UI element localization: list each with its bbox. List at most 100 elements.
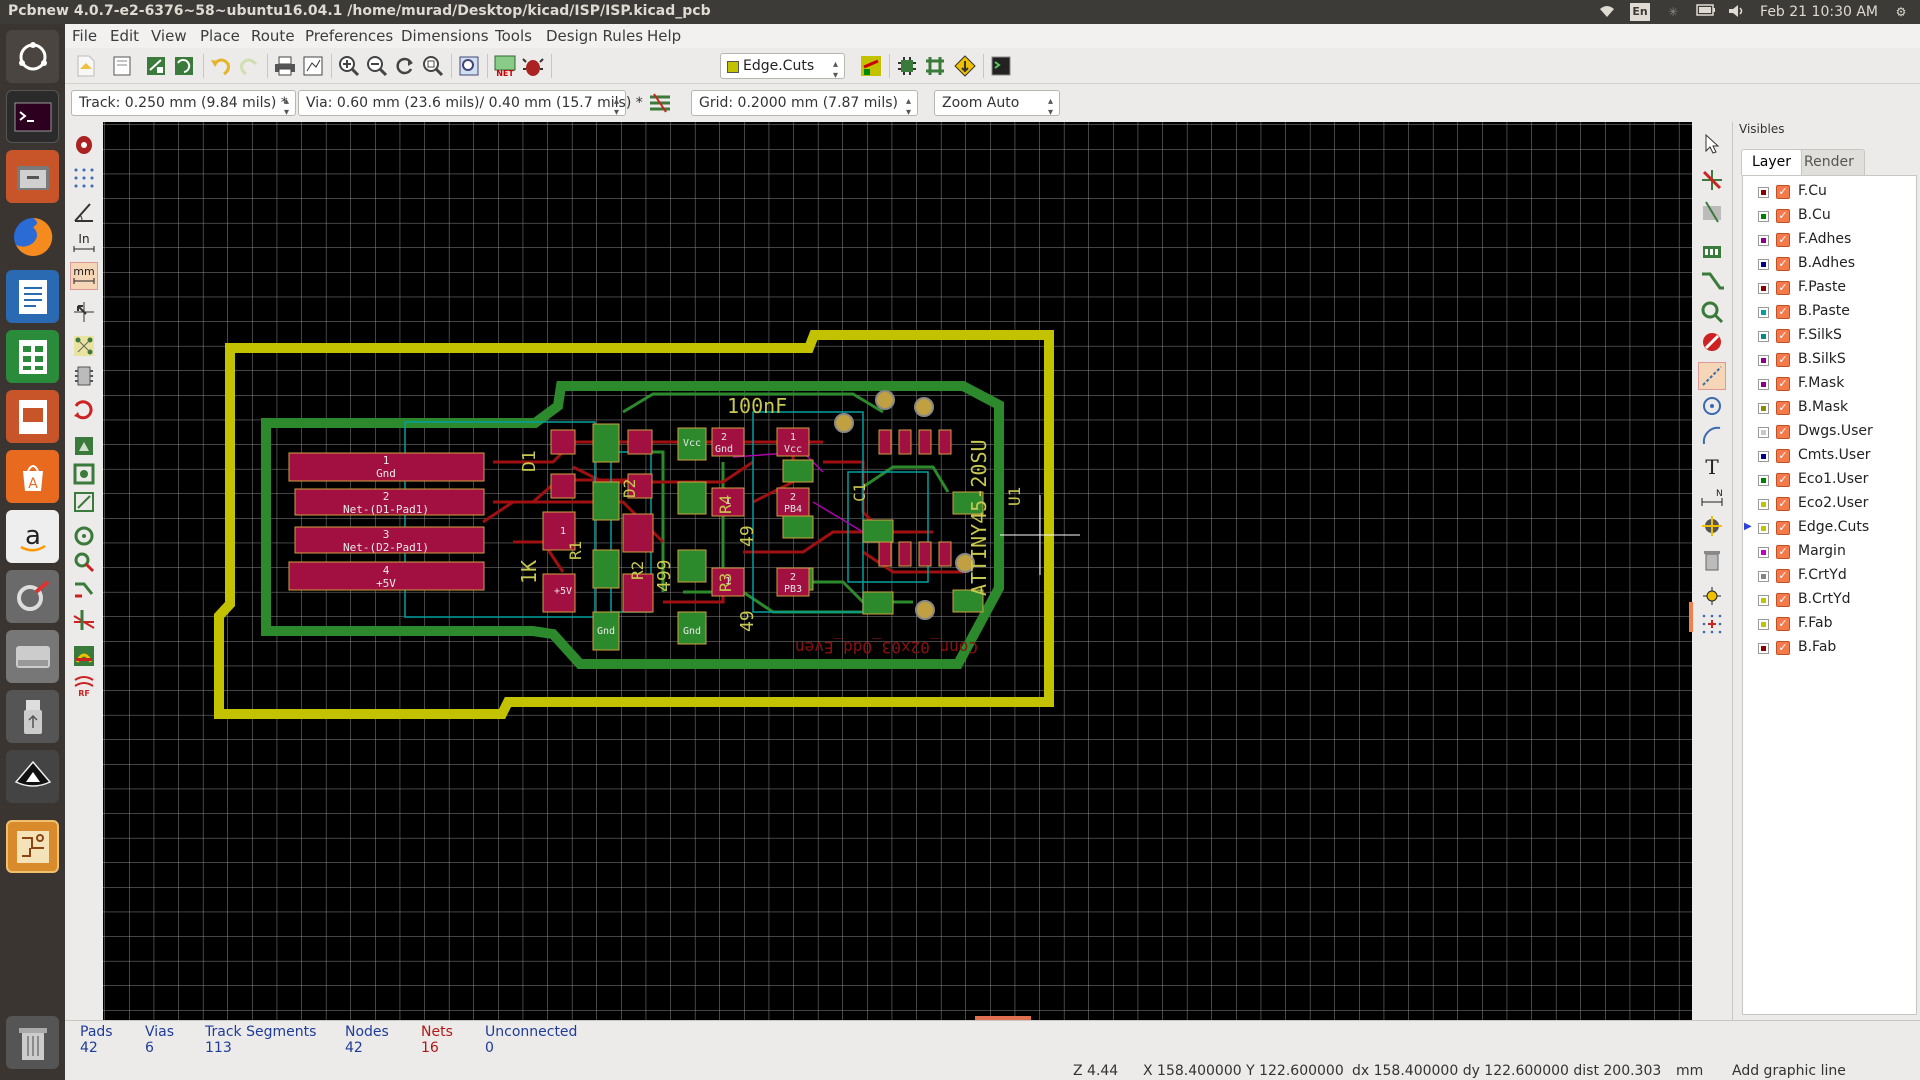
dash-home-icon[interactable] [6,30,59,83]
layer-row[interactable]: ✓B.Adhes [1743,252,1916,276]
high-contrast-icon[interactable] [70,606,98,634]
ratsnest-icon[interactable] [70,332,98,360]
layer-color-swatch[interactable] [1758,547,1769,558]
impress-icon[interactable] [6,390,59,443]
zoom-out-icon[interactable] [363,52,391,80]
menu-file[interactable]: File [72,27,98,45]
add-via-icon[interactable] [1698,298,1726,326]
layer-row[interactable]: ✓F.Cu [1743,180,1916,204]
zone-outline-display-icon[interactable] [70,460,98,488]
route-track-icon[interactable] [1698,268,1726,296]
print-icon[interactable] [271,52,299,80]
layer-row[interactable]: ✓F.Paste [1743,276,1916,300]
layer-row[interactable]: ✓B.Mask [1743,396,1916,420]
layer-manager-icon[interactable]: RF [70,672,98,700]
set-grid-origin-icon[interactable] [1698,610,1726,638]
microwave-tools-icon[interactable] [70,642,98,670]
layer-color-swatch[interactable] [1758,379,1769,390]
layer-visible-checkbox[interactable]: ✓ [1776,425,1790,439]
tab-layer[interactable]: Layer [1741,149,1803,175]
layer-row[interactable]: ✓B.Paste [1743,300,1916,324]
layer-visible-checkbox[interactable]: ✓ [1776,305,1790,319]
wifi-icon[interactable] [1598,4,1616,20]
volume-icon[interactable] [1728,4,1746,20]
layer-row[interactable]: ✓F.SilkS [1743,324,1916,348]
zoom-select[interactable]: Zoom Auto ▴▾ [934,90,1060,118]
undo-icon[interactable] [207,52,235,80]
amazon-icon[interactable]: a [6,510,59,563]
find-icon[interactable] [455,52,483,80]
add-footprint-icon[interactable] [1698,238,1726,266]
select-arrow-icon[interactable] [1698,130,1726,158]
inkscape-icon[interactable] [6,750,59,803]
menu-design-rules[interactable]: Design Rules [546,27,644,45]
layer-row[interactable]: ✓B.SilkS [1743,348,1916,372]
trash-icon[interactable] [6,1016,59,1069]
layer-color-swatch[interactable] [1758,595,1769,606]
menu-help[interactable]: Help [647,27,682,45]
menu-tools[interactable]: Tools [495,27,532,45]
layer-color-swatch[interactable] [1758,307,1769,318]
layer-visible-checkbox[interactable]: ✓ [1776,281,1790,295]
layer-visible-checkbox[interactable]: ✓ [1776,449,1790,463]
layer-visible-checkbox[interactable]: ✓ [1776,329,1790,343]
load-board-icon[interactable] [142,52,170,80]
terminal-icon[interactable] [6,90,59,143]
software-center-icon[interactable]: A [6,450,59,503]
menu-place[interactable]: Place [200,27,240,45]
system-settings-icon[interactable] [6,570,59,623]
redraw-icon[interactable] [391,52,419,80]
layer-row[interactable]: ✓Eco1.User [1743,468,1916,492]
module-ratsnest-icon[interactable] [70,362,98,390]
layer-row[interactable]: ✓F.Mask [1743,372,1916,396]
new-board-icon[interactable] [72,52,100,80]
files-icon[interactable] [6,150,59,203]
add-text-icon[interactable]: T [1698,452,1726,480]
add-circle-icon[interactable] [1698,392,1726,420]
layer-visible-checkbox[interactable]: ✓ [1776,569,1790,583]
delete-icon[interactable] [1698,546,1726,574]
units-inch-icon[interactable]: In [70,230,98,258]
polar-coords-icon[interactable] [70,198,98,226]
layer-visible-checkbox[interactable]: ✓ [1776,521,1790,535]
layer-visible-checkbox[interactable]: ✓ [1776,593,1790,607]
layer-row[interactable]: ✓B.Cu [1743,204,1916,228]
autoroute-icon[interactable] [951,52,979,80]
bluetooth-icon[interactable]: ✳ [1668,5,1679,19]
zoom-fit-icon[interactable] [419,52,447,80]
layer-row[interactable]: ✓B.Fab [1743,636,1916,660]
page-settings-icon[interactable] [108,52,136,80]
menu-dimensions[interactable]: Dimensions [401,27,489,45]
layer-color-swatch[interactable] [1758,355,1769,366]
zone-fill-display-icon[interactable] [70,432,98,460]
layer-row[interactable]: ✓Eco2.User [1743,492,1916,516]
redo-icon[interactable] [235,52,263,80]
layer-pair-icon[interactable] [857,52,885,80]
pcb-canvas[interactable]: 1 Gnd 2 Net-(D1-Pad1) 3 Net-(D2-Pad1) 4 … [103,122,1692,1020]
layer-visible-checkbox[interactable]: ✓ [1776,641,1790,655]
module-editor-icon[interactable] [893,52,921,80]
layer-color-swatch[interactable] [1758,283,1769,294]
battery-icon[interactable] [1696,4,1716,20]
keyboard-language-indicator[interactable]: En [1630,3,1651,21]
layer-color-swatch[interactable] [1758,643,1769,654]
layer-row[interactable]: ✓B.CrtYd [1743,588,1916,612]
layer-visible-checkbox[interactable]: ✓ [1776,185,1790,199]
layer-visible-checkbox[interactable]: ✓ [1776,377,1790,391]
layer-visible-checkbox[interactable]: ✓ [1776,209,1790,223]
layer-visible-checkbox[interactable]: ✓ [1776,401,1790,415]
via-size-select[interactable]: Via: 0.60 mm (23.6 mils)/ 0.40 mm (15.7 … [298,90,643,118]
zoom-in-icon[interactable] [335,52,363,80]
grid-toggle-icon[interactable] [70,164,98,192]
layer-row[interactable]: ✓Dwgs.User [1743,420,1916,444]
layer-color-swatch[interactable] [1758,403,1769,414]
layer-color-swatch[interactable] [1758,571,1769,582]
drc-icon[interactable] [519,52,547,80]
pcbnew-launcher-icon[interactable] [6,820,59,873]
menu-edit[interactable]: Edit [110,27,140,45]
layer-color-swatch[interactable] [1758,427,1769,438]
layer-row[interactable]: ▶✓Edge.Cuts [1743,516,1916,540]
layer-visible-checkbox[interactable]: ✓ [1776,617,1790,631]
track-width-select[interactable]: Track: 0.250 mm (9.84 mils) * ▴▾ [71,90,296,118]
layer-row[interactable]: ✓F.Fab [1743,612,1916,636]
